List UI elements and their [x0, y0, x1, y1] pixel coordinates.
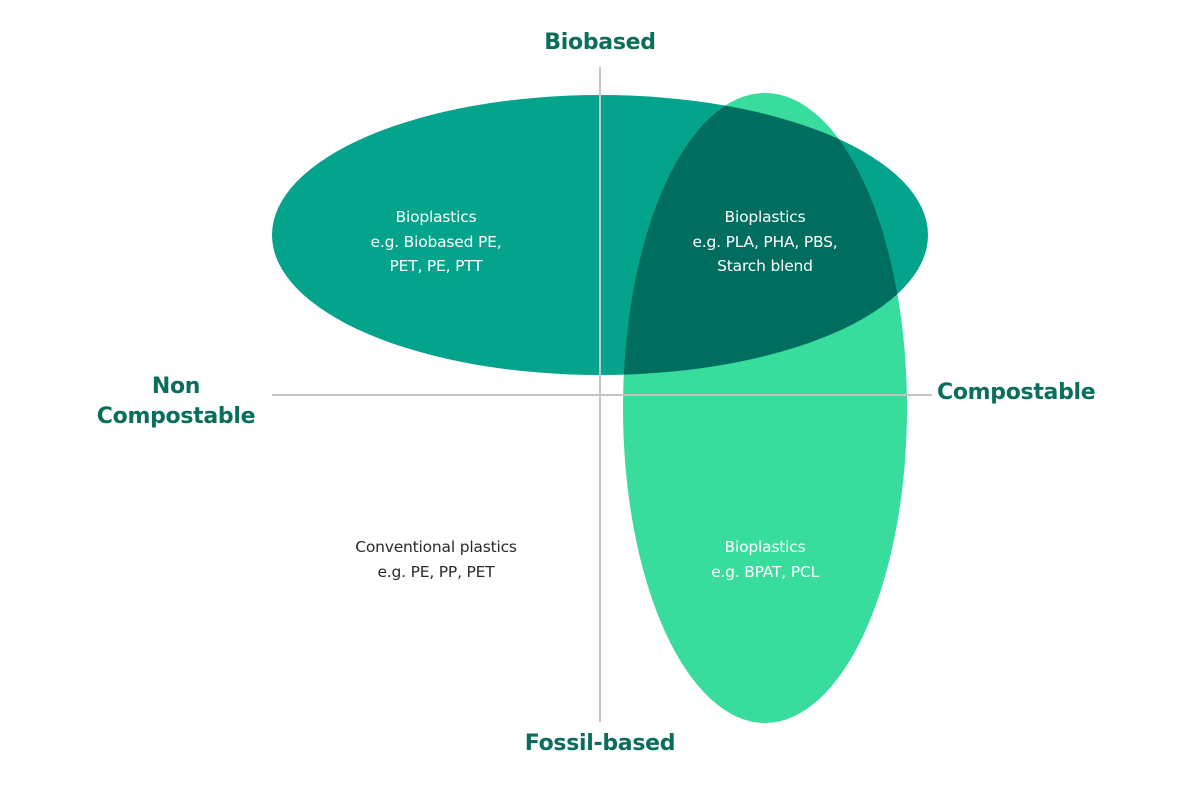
- axis-label-fossil-based: Fossil-based: [524, 731, 676, 756]
- region-title: Conventional plastics: [355, 538, 517, 556]
- region-title: Bioplastics: [724, 538, 806, 556]
- axis-label-non-compostable-line1: Non: [151, 374, 201, 399]
- axis-label-compostable: Compostable: [937, 380, 1096, 405]
- region-fossil-non-compostable: Conventional plastics e.g. PE, PP, PET: [326, 535, 546, 584]
- region-title: Bioplastics: [724, 208, 806, 226]
- region-examples: e.g. BPAT, PCL: [711, 562, 819, 581]
- region-title: Bioplastics: [395, 208, 477, 226]
- region-examples: e.g. PE, PP, PET: [377, 562, 495, 581]
- region-biobased-non-compostable: Bioplastics e.g. Biobased PE, PET, PE, P…: [336, 205, 536, 279]
- axis-label-non-compostable: Non Compostable: [76, 372, 276, 432]
- region-biobased-compostable: Bioplastics e.g. PLA, PHA, PBS, Starch b…: [660, 205, 870, 279]
- region-examples-cont: PET, PE, PTT: [389, 257, 483, 275]
- region-examples: e.g. PLA, PHA, PBS,: [692, 232, 838, 251]
- region-examples-cont: Starch blend: [717, 257, 813, 275]
- region-examples: e.g. Biobased PE,: [370, 232, 502, 251]
- region-fossil-compostable: Bioplastics e.g. BPAT, PCL: [665, 535, 865, 584]
- horizontal-axis-line: [272, 394, 932, 396]
- overlap-region: [623, 95, 907, 375]
- axis-label-biobased: Biobased: [544, 30, 656, 55]
- axis-label-non-compostable-line2: Compostable: [96, 404, 256, 429]
